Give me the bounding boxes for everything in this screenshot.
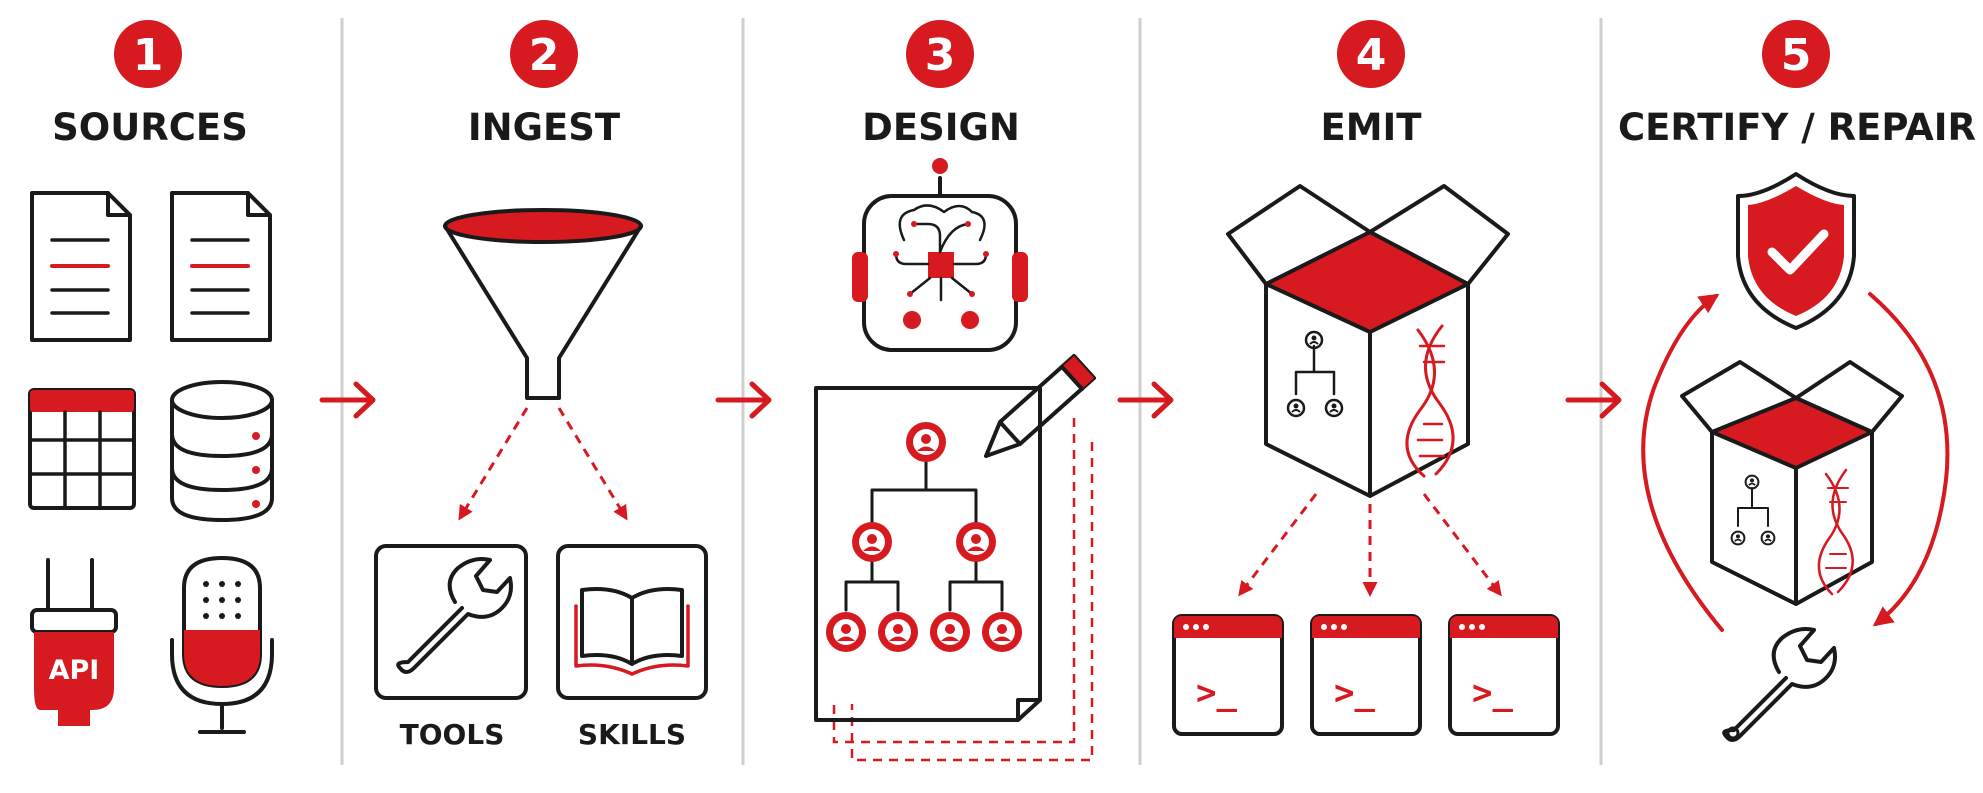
api-label: API bbox=[49, 655, 100, 686]
step-title: SOURCES bbox=[52, 106, 248, 149]
step-title: DESIGN bbox=[862, 106, 1020, 149]
terminal-window-icon: >_ bbox=[1310, 614, 1422, 736]
flow-arrow-emit-1 bbox=[1238, 493, 1318, 597]
step-number: 3 bbox=[925, 30, 956, 81]
step-number-badge bbox=[114, 20, 182, 88]
spreadsheet-icon bbox=[28, 388, 136, 510]
funnel-icon bbox=[443, 208, 643, 400]
flow-arrow-tools bbox=[458, 407, 529, 521]
step-number: 4 bbox=[1356, 30, 1387, 81]
shield-check-icon bbox=[1736, 172, 1856, 330]
wrench-icon bbox=[396, 557, 513, 674]
step-number: 2 bbox=[529, 30, 560, 81]
cycle-arrow-icon bbox=[1641, 292, 1950, 632]
step-title: CERTIFY / REPAIR bbox=[1618, 106, 1976, 149]
step-number-badge bbox=[1762, 20, 1830, 88]
step-number-badge bbox=[1337, 20, 1405, 88]
terminal-prompt: >_ bbox=[1334, 673, 1375, 713]
document-icon bbox=[170, 191, 272, 342]
robot-brain-icon bbox=[852, 158, 1028, 352]
org-chart-icon bbox=[826, 422, 1022, 652]
org-chart-icon bbox=[1730, 474, 1776, 546]
arrow-right-icon bbox=[1117, 381, 1174, 419]
microphone-icon bbox=[170, 556, 274, 734]
database-icon bbox=[170, 380, 274, 522]
arrow-right-icon bbox=[1565, 381, 1622, 419]
org-chart-icon bbox=[1286, 330, 1344, 418]
wrench-icon bbox=[1722, 627, 1837, 742]
step-number: 5 bbox=[1781, 30, 1812, 81]
dna-icon bbox=[1817, 468, 1854, 596]
terminal-window-icon: >_ bbox=[1448, 614, 1560, 736]
terminal-prompt: >_ bbox=[1472, 673, 1513, 713]
step-number: 1 bbox=[133, 30, 164, 81]
terminal-prompt: >_ bbox=[1196, 673, 1237, 713]
step-2-header: 2 INGEST bbox=[468, 20, 621, 149]
tools-label: TOOLS bbox=[400, 718, 505, 751]
flow-arrow-emit-3 bbox=[1422, 493, 1502, 597]
org-chart-document-icon bbox=[814, 386, 1094, 762]
api-plug-icon: API bbox=[30, 558, 118, 726]
pencil-icon bbox=[984, 354, 1096, 458]
open-box-icon bbox=[1680, 360, 1904, 606]
step-title: EMIT bbox=[1320, 106, 1422, 149]
flow-arrow-skills bbox=[557, 407, 628, 521]
terminal-window-icon: >_ bbox=[1172, 614, 1284, 736]
step-3-header: 3 DESIGN bbox=[862, 20, 1020, 149]
step-number-badge bbox=[906, 20, 974, 88]
book-icon bbox=[574, 587, 690, 676]
step-4-header: 4 EMIT bbox=[1320, 20, 1422, 149]
step-title: INGEST bbox=[468, 106, 621, 149]
open-box-icon bbox=[1226, 184, 1510, 498]
arrow-right-icon bbox=[319, 381, 376, 419]
dna-icon bbox=[1405, 324, 1455, 478]
arrow-right-icon bbox=[715, 381, 772, 419]
document-icon bbox=[30, 191, 132, 342]
skills-label: SKILLS bbox=[578, 718, 686, 751]
step-1-header: 1 SOURCES bbox=[52, 20, 248, 149]
step-number-badge bbox=[510, 20, 578, 88]
tools-card bbox=[374, 544, 528, 700]
step-5-header: 5 CERTIFY / REPAIR bbox=[1618, 20, 1976, 149]
skills-card bbox=[556, 544, 708, 700]
